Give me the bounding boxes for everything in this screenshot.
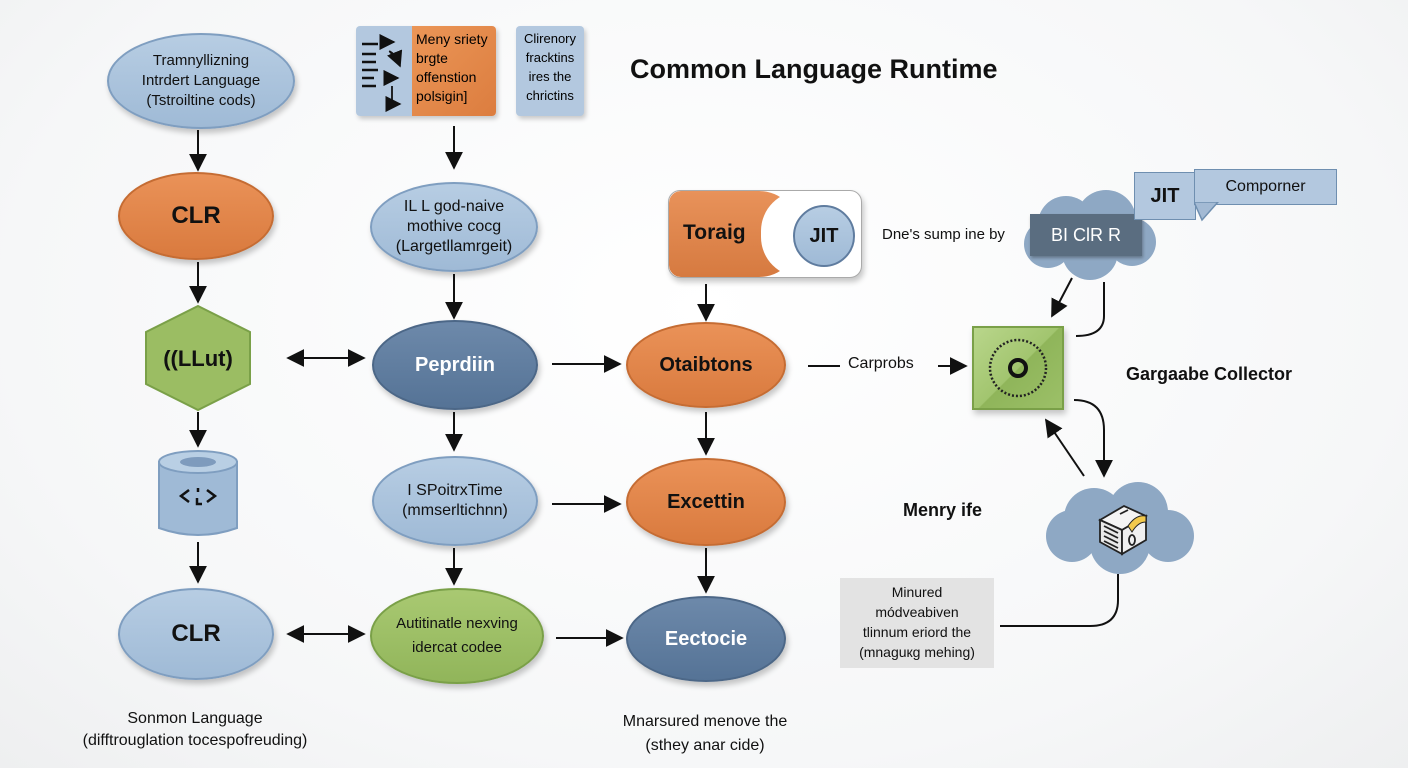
node-intermediate-language[interactable]: Tramnyllizning Intrdert Language (Tstroi… (107, 33, 295, 129)
memory-life-label: Menry ife (903, 500, 983, 520)
caption-center: Mnarsured menove the (sthey anar cide) (622, 713, 788, 754)
node-il-native[interactable]: IL L god-naive mothive cocg (Largetllamr… (370, 182, 538, 272)
code-brackets-icon (178, 488, 218, 506)
jit-circle: JIT (793, 205, 855, 267)
node-memory-safety[interactable]: Meny sriety brgte offenstion polsigin] (356, 26, 496, 116)
node-ispoitime[interactable]: I SPoitrxTime (mmserltichnn) (372, 456, 538, 546)
node-otaibtons[interactable]: Otaibtons (626, 322, 786, 408)
node-excettin[interactable]: Excettin (626, 458, 786, 546)
curve-gc-to-cloud (1075, 282, 1105, 337)
memory-note: Minured módveabiven tlinnum eriord the (… (840, 578, 994, 668)
curve-gc-to-memory-cloud (1073, 399, 1113, 478)
flow-list-icon (356, 26, 412, 116)
node-eectocie[interactable]: Eectocie (626, 596, 786, 682)
curve-memory-cloud-to-note (1000, 574, 1119, 627)
caption-left: Sonmon Language (difftrouglation tocespo… (82, 710, 308, 749)
banner-fold (1194, 202, 1220, 222)
cloud-memory[interactable] (1044, 476, 1196, 576)
hexagon-label: ((LLut) (163, 346, 233, 371)
node-perpdiin[interactable]: Peprdiin (372, 320, 538, 410)
memory-box-icon (1098, 504, 1148, 556)
node-clr-top[interactable]: CLR (118, 172, 274, 260)
node-hexagon[interactable]: ((LLut) (140, 302, 256, 414)
page-title: Common Language Runtime (630, 54, 998, 84)
component-banner[interactable]: Comporner (1194, 169, 1337, 205)
node-clr-bottom[interactable]: CLR (118, 588, 274, 680)
garbage-collector-label: Gargaabe Collector (1126, 364, 1293, 384)
jit-note: Dne's sump ine by (882, 226, 1005, 243)
cloud-top-bar: BI ClR R (1030, 214, 1142, 256)
jit-tag: JIT (1134, 172, 1196, 220)
node-garbage-collector[interactable] (972, 326, 1064, 410)
gc-target-icon (988, 338, 1048, 398)
carprobs-label: Carprobs (848, 355, 914, 372)
node-autitinatle[interactable]: Autitinatle nexving idercat codee (370, 588, 544, 684)
node-torage-jit[interactable]: Toraig JIT (668, 190, 862, 278)
node-currency-fractions[interactable]: Clirenory fracktins ires the chrictins (516, 26, 584, 116)
arrow-cloud-to-gc (1051, 277, 1073, 318)
node-cylinder[interactable] (156, 448, 240, 542)
arrow-memory-cloud-to-gc (1044, 418, 1085, 477)
